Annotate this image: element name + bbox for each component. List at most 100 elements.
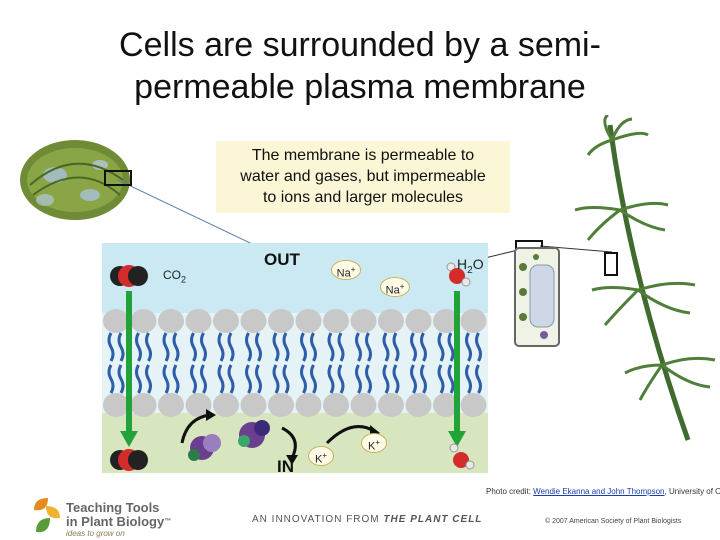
brand-line-2: in Plant Biology™ [66,515,171,529]
lipid-tail [437,332,445,394]
k-ion-left: K+ [308,446,334,466]
lipid-head-outer [433,309,459,333]
innovation-name: THE PLANT CELL [383,514,483,525]
h2o-label: H2O [457,256,484,276]
lipid-tail [447,332,455,394]
lipid-head-inner [350,393,377,417]
plant-illustration [574,115,716,441]
lipid-head-outer [185,309,212,333]
teaching-tools-logo [34,498,60,533]
lipid-tail [410,332,417,394]
outside-region [102,243,488,323]
h2o-o: O [472,256,484,272]
brand-tagline: ideas to grow on [66,529,125,538]
copyright: © 2007 American Society of Plant Biologi… [545,518,682,525]
lipid-tail [355,332,362,394]
callout-line-1: The membrane is permeable to [251,147,475,164]
lipid-head-outer [405,309,432,333]
lipid-head-outer [240,309,267,333]
lipid-head-outer [350,309,377,333]
lipid-tail [300,332,307,394]
credit-suffix: , University of Oslo [664,487,720,496]
plant-cell-image [514,247,560,347]
lipid-head-inner [268,393,294,417]
lipid-tail [162,332,170,394]
lipid-tail [465,332,472,394]
k-right-charge: + [375,438,380,447]
lipid-head-inner [130,393,157,417]
callout-line-3: to ions and larger molecules [262,189,464,206]
k-left-charge: + [322,451,327,460]
lipid-head-inner [433,393,459,417]
lipid-tail [382,332,390,394]
na-near-charge: + [399,282,405,291]
lipid-tail [272,332,280,394]
brand-line-1: Teaching Tools [66,500,160,515]
chloroplast-photo [20,140,130,220]
h2o-molecule-top [446,262,471,287]
callout-box: The membrane is permeable to water and g… [216,141,510,213]
lipid-tail [420,332,427,394]
k-ion-right: K+ [361,433,387,453]
lipid-tail [392,332,400,394]
co2-molecule-top [110,265,148,287]
lipid-tail [107,332,115,394]
lipid-tail [475,332,482,394]
callout-line-2: water and gases, but impermeable [240,168,486,185]
lipid-head-inner [460,393,487,417]
lipid-head-outer [130,309,157,333]
lipid-tail [365,332,372,394]
lipid-tail [227,332,235,394]
lipid-head-inner [103,393,129,417]
out-label: OUT [264,250,300,269]
lipid-tail [255,332,262,394]
lipid-tail [190,332,197,394]
na-near-text: Na [385,284,400,297]
zoom-marker-right [604,252,618,276]
lipid-head-outer [213,309,239,333]
title-text: Cells are surrounded by a semi-permeable… [119,26,601,106]
credit-link[interactable]: Wendie Ekanna and John Thompson [533,487,665,496]
lipid-head-inner [158,393,184,417]
lipid-head-inner [405,393,432,417]
h2o-molecule-bottom [449,443,475,470]
lipid-head-inner [240,393,267,417]
membrane-diagram [102,243,488,473]
lipid-tail [117,332,125,394]
na-outer-text: Na [336,267,351,280]
brand-line-2-text: in Plant Biology [66,514,165,529]
lipid-head-outer [460,309,487,333]
lipid-bilayer [103,309,487,417]
k-left-text: K [314,453,323,466]
lipid-tail [310,332,317,394]
lipid-tail [337,332,345,394]
h2o-h: H [457,256,468,272]
lipid-head-inner [378,393,404,417]
innovation-line: AN INNOVATION FROM THE PLANT CELL [252,514,482,525]
lipid-tail [200,332,207,394]
protein-complex-right [238,420,270,448]
lipid-tail [217,332,225,394]
lipid-head-outer [158,309,184,333]
lipid-tail [245,332,252,394]
lipid-tail [135,332,142,394]
lipid-tail [327,332,335,394]
lipid-head-outer [268,309,294,333]
brand-tm: ™ [164,518,172,525]
in-label: IN [277,457,294,476]
lipid-head-inner [295,393,322,417]
lipid-head-inner [213,393,239,417]
connector-right-1 [484,249,519,259]
lipid-head-inner [323,393,349,417]
protein-complex-left [188,434,221,461]
lipid-tail [145,332,152,394]
co2-text: CO [163,268,181,282]
h2o-subscript: 2 [467,264,473,276]
lipid-head-outer [295,309,322,333]
lipid-head-inner [185,393,212,417]
lipid-head-outer [378,309,404,333]
credit-prefix: Photo credit: [486,487,534,496]
photo-credit: Photo credit: Wendie Ekanna and John Tho… [486,487,720,496]
na-outer-charge: + [350,265,356,274]
na-ion-outer: Na+ [331,260,361,280]
